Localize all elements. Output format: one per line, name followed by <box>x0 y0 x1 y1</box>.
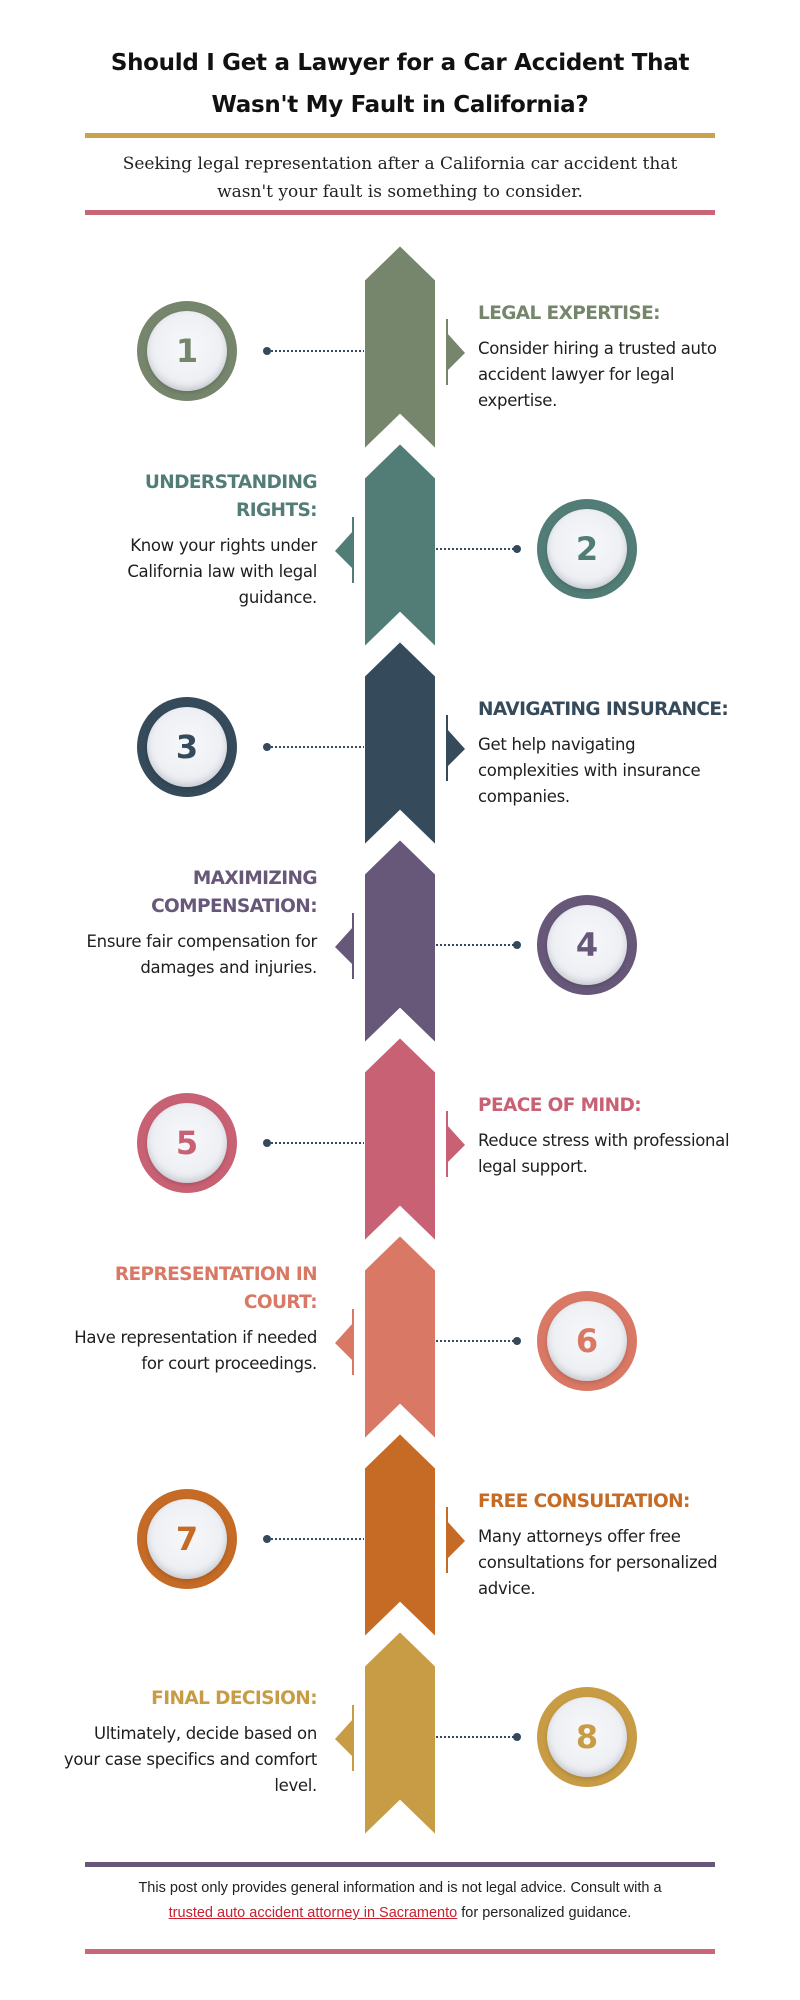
step-description: Know your rights under California law wi… <box>127 536 317 607</box>
title-line-2: Wasn't My Fault in California? <box>211 92 589 118</box>
pointer-bar-7 <box>446 1507 448 1573</box>
step-text-block: FINAL DECISION: Ultimately, decide based … <box>60 1685 318 1799</box>
title-line-1: Should I Get a Lawyer for a Car Accident… <box>110 50 690 76</box>
step-number-badge: 5 <box>137 1093 237 1193</box>
connector-dot-4 <box>513 941 521 949</box>
step-heading: UNDERSTANDING RIGHTS: <box>144 472 318 521</box>
connector-dot-5 <box>263 1139 271 1147</box>
badge-inner: 7 <box>147 1499 227 1579</box>
step-description: Consider hiring a trusted auto accident … <box>478 339 717 410</box>
pointer-bar-1 <box>446 319 448 385</box>
divider-footer-top <box>85 1862 715 1867</box>
arrow-segment-3 <box>363 639 437 849</box>
arrow-segment-7 <box>363 1431 437 1641</box>
pointer-triangle-3 <box>447 729 465 767</box>
disclaimer-line-1: This post only provides general informat… <box>138 1880 662 1896</box>
badge-inner: 4 <box>547 905 627 985</box>
pointer-triangle-6 <box>335 1323 353 1361</box>
step-number: 6 <box>575 1322 599 1360</box>
step-number-badge: 7 <box>137 1489 237 1589</box>
step-description: Many attorneys offer free consultations … <box>478 1527 718 1598</box>
step-number-badge: 1 <box>137 301 237 401</box>
step-description: Ensure fair compensation for damages and… <box>86 932 318 977</box>
pointer-bar-6 <box>352 1309 354 1375</box>
arrow-segment-2 <box>363 441 437 651</box>
step-number: 1 <box>175 332 199 370</box>
disclaimer-tail: for personalized guidance. <box>457 1905 632 1921</box>
disclaimer-line-2: trusted auto accident attorney in Sacram… <box>90 1901 710 1926</box>
step-description: Reduce stress with professional legal su… <box>478 1131 730 1176</box>
badge-inner: 1 <box>147 311 227 391</box>
connector-dot-1 <box>263 347 271 355</box>
badge-inner: 5 <box>147 1103 227 1183</box>
pointer-bar-2 <box>352 517 354 583</box>
divider-subtitle <box>85 210 715 215</box>
arrow-segment-4 <box>363 837 437 1047</box>
badge-inner: 2 <box>547 509 627 589</box>
step-number: 3 <box>175 728 199 766</box>
step-heading: REPRESENTATION IN COURT: <box>114 1264 318 1313</box>
step-number: 2 <box>575 530 599 568</box>
subtitle-line-1: Seeking legal representation after a Cal… <box>122 154 678 174</box>
step-heading: PEACE OF MIND: <box>478 1095 642 1116</box>
pointer-bar-8 <box>352 1705 354 1771</box>
badge-inner: 8 <box>547 1697 627 1777</box>
step-heading: MAXIMIZING COMPENSATION: <box>151 868 318 917</box>
step-number: 5 <box>175 1124 199 1162</box>
pointer-bar-3 <box>446 715 448 781</box>
disclaimer: This post only provides general informat… <box>90 1876 710 1926</box>
step-heading: FREE CONSULTATION: <box>478 1491 690 1512</box>
attorney-link[interactable]: trusted auto accident attorney in Sacram… <box>168 1905 458 1921</box>
pointer-triangle-8 <box>335 1719 353 1757</box>
step-text-block: UNDERSTANDING RIGHTS: Know your rights un… <box>60 469 317 611</box>
step-text-block: NAVIGATING INSURANCE: Get help navigating… <box>478 696 738 810</box>
step-description: Have representation if needed for court … <box>74 1328 317 1373</box>
connector-dot-8 <box>513 1733 521 1741</box>
pointer-triangle-1 <box>447 333 465 371</box>
pointer-triangle-5 <box>447 1125 465 1163</box>
connector-dot-3 <box>263 743 271 751</box>
arrow-segment-6 <box>363 1233 437 1443</box>
step-number-badge: 4 <box>537 895 637 995</box>
step-text-block: LEGAL EXPERTISE: Consider hiring a truste… <box>478 300 738 414</box>
pointer-triangle-7 <box>447 1521 465 1559</box>
step-description: Get help navigating complexities with in… <box>478 735 701 806</box>
step-number-badge: 3 <box>137 697 237 797</box>
step-text-block: MAXIMIZING COMPENSATION: Ensure fair comp… <box>60 865 318 981</box>
badge-inner: 3 <box>147 707 227 787</box>
step-number-badge: 2 <box>537 499 637 599</box>
step-number: 7 <box>175 1520 199 1558</box>
badge-inner: 6 <box>547 1301 627 1381</box>
arrow-segment-1 <box>363 243 437 453</box>
arrow-segment-5 <box>363 1035 437 1245</box>
step-heading: FINAL DECISION: <box>151 1688 317 1709</box>
step-number: 8 <box>575 1718 599 1756</box>
step-text-block: REPRESENTATION IN COURT: Have representat… <box>60 1261 317 1377</box>
subtitle-line-2: wasn't your fault is something to consid… <box>217 182 583 202</box>
connector-dot-6 <box>513 1337 521 1345</box>
step-text-block: PEACE OF MIND: Reduce stress with profess… <box>478 1092 738 1180</box>
step-heading: LEGAL EXPERTISE: <box>478 303 661 324</box>
arrow-segment-8 <box>363 1629 437 1839</box>
pointer-bar-5 <box>446 1111 448 1177</box>
divider-top <box>85 133 715 138</box>
divider-footer-bottom <box>85 1949 715 1954</box>
step-number-badge: 8 <box>537 1687 637 1787</box>
page-title: Should I Get a Lawyer for a Car Accident… <box>60 42 740 126</box>
step-number-badge: 6 <box>537 1291 637 1391</box>
pointer-triangle-2 <box>335 531 353 569</box>
connector-dot-2 <box>513 545 521 553</box>
step-description: Ultimately, decide based on your case sp… <box>63 1724 317 1795</box>
step-heading: NAVIGATING INSURANCE: <box>478 699 729 720</box>
step-text-block: FREE CONSULTATION: Many attorneys offer f… <box>478 1488 738 1602</box>
connector-dot-7 <box>263 1535 271 1543</box>
pointer-bar-4 <box>352 913 354 979</box>
pointer-triangle-4 <box>335 927 353 965</box>
step-number: 4 <box>575 926 599 964</box>
subtitle: Seeking legal representation after a Cal… <box>90 150 710 206</box>
